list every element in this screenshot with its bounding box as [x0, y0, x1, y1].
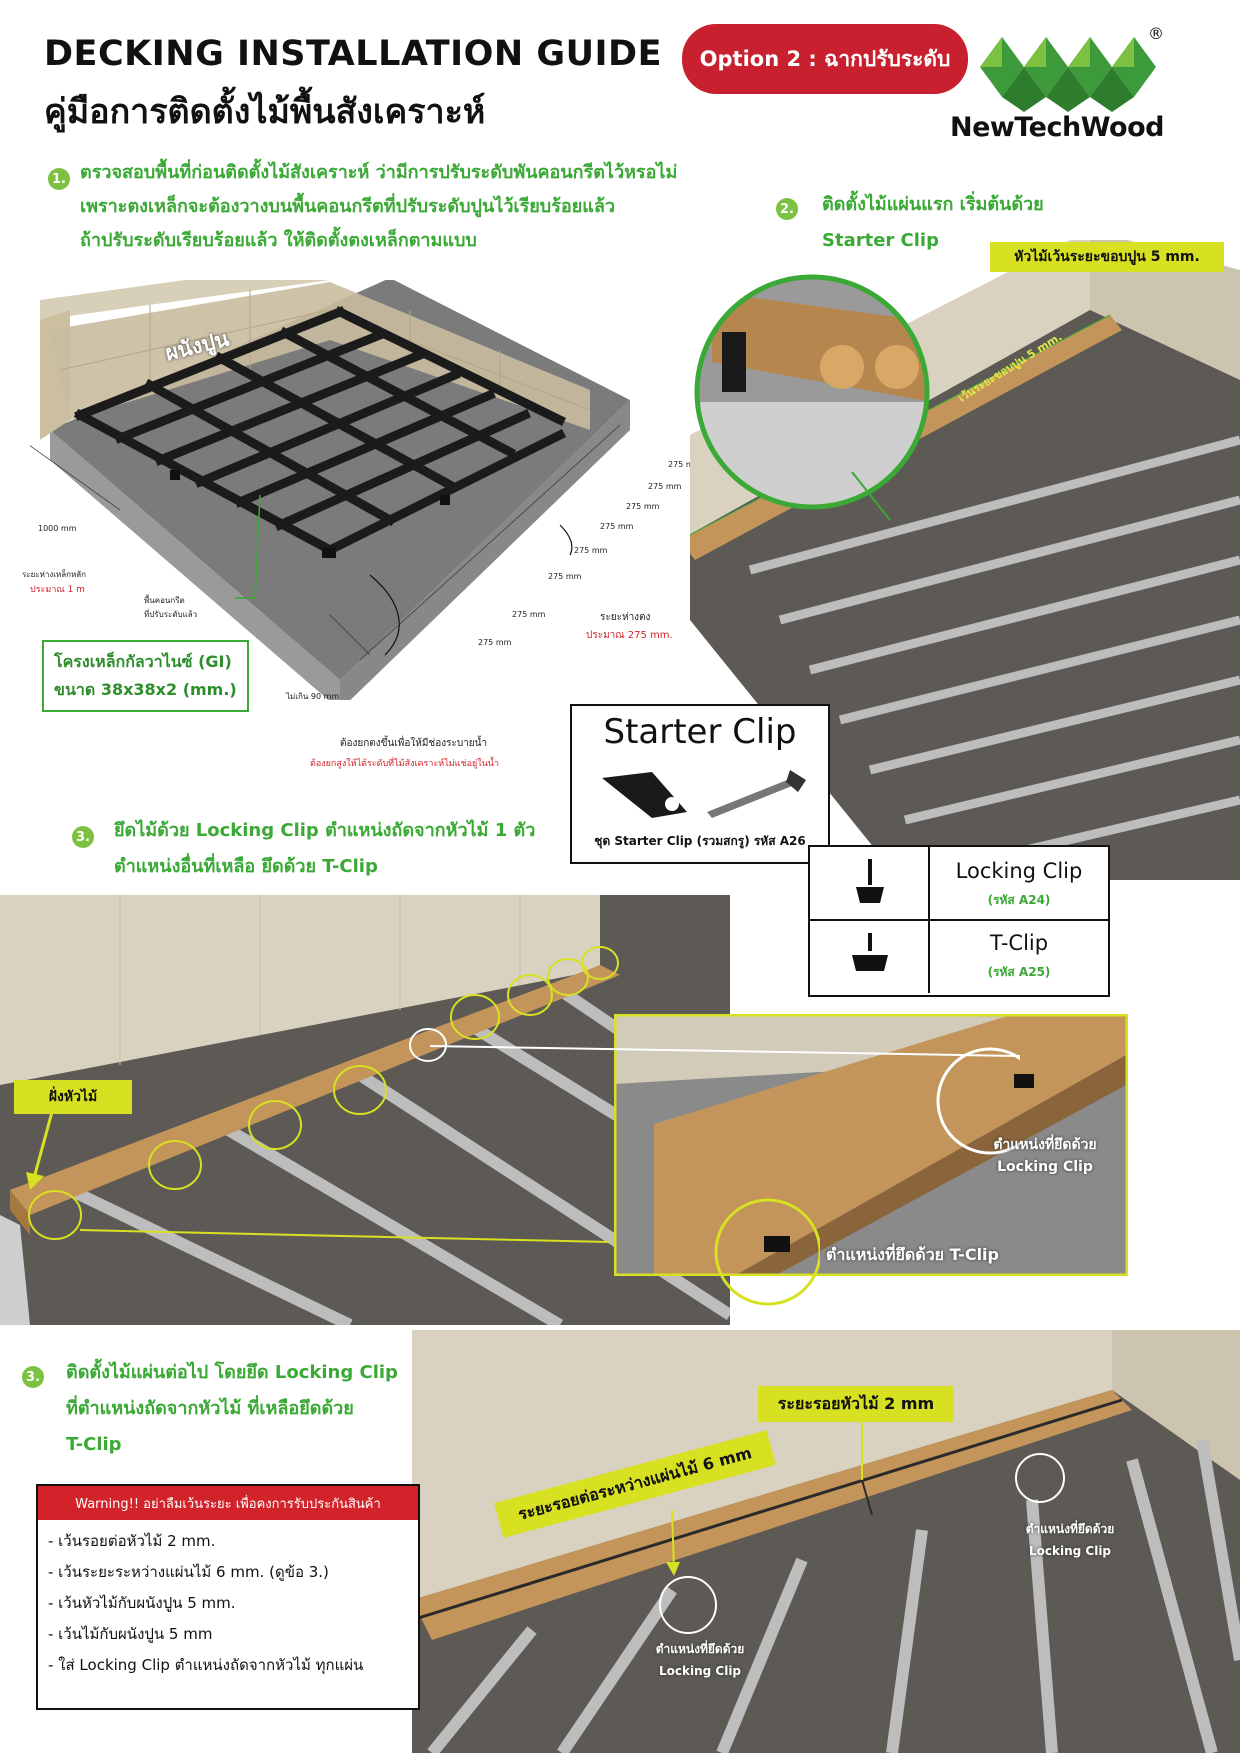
warning-header: Warning!! อย่าลืมเว้นระยะ เพื่อคงการรับป… [38, 1486, 418, 1520]
clip-type-table: Locking Clip (รหัส A24) T-Clip (รหัส A25… [808, 845, 1110, 997]
dim-275: 275 mm [548, 572, 582, 581]
dim-275: 275 mm [668, 460, 702, 469]
step-3b-number: 3. [22, 1366, 44, 1388]
frame-spec-box: โครงเหล็กกัลวาไนซ์ (GI) ขนาด 38x38x2 (mm… [42, 640, 249, 712]
table-row: Locking Clip (รหัส A24) [810, 847, 1108, 921]
joist-spacing-label: ระยะห่างตง [600, 612, 651, 623]
zoom-pointer-line [851, 471, 891, 521]
locking-clip-install-illustration [0, 895, 730, 1325]
zoom-connector-lines [430, 1045, 1020, 1155]
step-1-line: ตรวจสอบพื้นที่ก่อนติดตั้งไม้สังเคราะห์ ว… [80, 162, 678, 183]
starter-clip-box: Starter Clip ชุด Starter Clip (รวมสกรู) … [570, 704, 830, 864]
dim-275: 275 mm [574, 546, 608, 555]
max-90: ไม่เกิน 90 mm [286, 692, 340, 701]
locking-position-line-2: Locking Clip [1028, 1544, 1112, 1558]
locking-position-label-3: ตำแหน่งที่ยึดด้วย Locking Clip [630, 1638, 770, 1682]
warning-box: Warning!! อย่าลืมเว้นระยะ เพื่อคงการรับป… [36, 1484, 420, 1710]
starter-clip-detail-zoom [694, 274, 930, 510]
joist-spacing-value: ประมาณ 275 mm. [586, 630, 673, 641]
spacing-label: ระยะห่างเหล็กหลัก [22, 570, 87, 579]
steel-frame-illustration [30, 280, 630, 700]
clip-detail-zoom [614, 1014, 1128, 1276]
locking-position-label-2: ตำแหน่งที่ยึดด้วย Locking Clip [1000, 1518, 1140, 1562]
list-item: - เว้นหัวไม้กับผนังปูน 5 mm. [48, 1594, 236, 1612]
table-row: T-Clip (รหัส A25) [810, 921, 1108, 993]
dim-275: 275 mm [626, 502, 660, 511]
concrete-label-2: ที่ปรับระดับแล้ว [144, 610, 198, 619]
step-1-line: ถ้าปรับระดับเรียบร้อยแล้ว ให้ติดตั้งตงเห… [80, 230, 477, 251]
step-3a-line-2: ตำแหน่งอื่นที่เหลือ ยึดด้วย T-Clip [114, 856, 378, 877]
step-3b-line-1: ติดตั้งไม้แผ่นต่อไป โดยยึด Locking Clip [66, 1362, 398, 1383]
t-clip-icon [852, 933, 888, 971]
spacing-value: ประมาณ 1 m [30, 585, 85, 595]
step-2-line-1: ติดตั้งไม้แผ่นแรก เริ่มต้นด้วย [822, 194, 1044, 215]
concrete-label-1: พื้นคอนกรีต [144, 596, 185, 605]
head-gap-tag: ระยะรอยหัวไม้ 2 mm [758, 1386, 954, 1422]
t-clip-code: (รหัส A25) [987, 965, 1051, 979]
dim-275: 275 mm [600, 522, 634, 531]
step-1-line: เพราะตงเหล็กจะต้องวางบนพื้นคอนกรีตที่ปรั… [80, 196, 615, 217]
frame-spec-line-1: โครงเหล็กกัลวาไนซ์ (GI) [54, 652, 232, 671]
t-clip-name: T-Clip [989, 931, 1049, 955]
option-badge: Option 2 : ฉากปรับระดับ [682, 24, 968, 94]
step-1-text: ตรวจสอบพื้นที่ก่อนติดตั้งไม้สังเคราะห์ ว… [80, 156, 677, 258]
dim-275: 275 mm [648, 482, 682, 491]
locking-position-line-1: ตำแหน่งที่ยึดด้วย [655, 1642, 745, 1656]
raise-note-1: ต้องยกตงขึ้นเพื่อให้มีช่องระบายน้ำ [340, 738, 488, 749]
head-side-tag: ฝั่งหัวไม้ [14, 1080, 132, 1114]
locking-position-line-2: Locking Clip [997, 1159, 1093, 1175]
locking-position-line-1: ตำแหน่งที่ยึดด้วย [993, 1137, 1097, 1153]
warning-list: - เว้นรอยต่อหัวไม้ 2 mm. - เว้นระยะระหว่… [38, 1520, 418, 1681]
locking-position-line-2: Locking Clip [658, 1664, 742, 1678]
step-2-line-2: Starter Clip [822, 230, 939, 251]
step-3b-line-2: ที่ตำแหน่งถัดจากหัวไม้ ที่เหลือยึดด้วย [66, 1398, 354, 1419]
step-3b-line-3: T-Clip [66, 1434, 122, 1455]
locking-position-line-1: ตำแหน่งที่ยึดด้วย [1025, 1522, 1115, 1536]
step-3a-number: 3. [72, 826, 94, 848]
head-side-arrow-icon [26, 1112, 54, 1190]
step-1-number: 1. [48, 168, 70, 190]
list-item: - เว้นไม้กับผนังปูน 5 mm [48, 1625, 213, 1643]
tclip-position-label: ตำแหน่งที่ยึดด้วย T-Clip [826, 1245, 999, 1264]
raise-note-2: ต้องยกสูงให้ได้ระดับที่ไม้สังเคราะห์ไม่แ… [310, 759, 500, 769]
starter-clip-title: Starter Clip [603, 712, 797, 752]
dim-1000: 1000 mm [38, 524, 77, 533]
registered-mark: ® [1148, 24, 1164, 43]
step-3a-line-1: ยึดไม้ด้วย Locking Clip ตำแหน่งถัดจากหัว… [114, 820, 536, 841]
dim-275: 275 mm [478, 638, 512, 647]
page-title-th: คู่มือการติดตั้งไม้พื้นสังเคราะห์ [44, 92, 486, 132]
list-item: - เว้นระยะระหว่างแผ่นไม้ 6 mm. (ดูข้อ 3.… [48, 1563, 329, 1581]
tclip-connector-lines [79, 1198, 820, 1306]
starter-clip-caption: ชุด Starter Clip (รวมสกรู) รหัส A26 [594, 834, 806, 848]
list-item: - ใส่ Locking Clip ตำแหน่งถัดจากหัวไม้ ท… [48, 1656, 364, 1674]
newtechwood-logo-icon [980, 37, 1156, 112]
edge-gap-tag: หัวไม้เว้นระยะขอบปูน 5 mm. [990, 242, 1224, 272]
list-item: - เว้นรอยต่อหัวไม้ 2 mm. [48, 1532, 216, 1550]
locking-clip-code: (รหัส A24) [987, 893, 1051, 907]
dim-275: 275 mm [512, 610, 546, 619]
locking-clip-name: Locking Clip [955, 859, 1083, 883]
locking-position-label: ตำแหน่งที่ยึดด้วย Locking Clip [980, 1134, 1110, 1178]
page-title-en: DECKING INSTALLATION GUIDE [44, 34, 662, 74]
frame-spec-line-2: ขนาด 38x38x2 (mm.) [54, 680, 237, 699]
brand-name: NewTechWood [950, 112, 1164, 143]
starter-clip-icon [602, 770, 806, 818]
step-2-number: 2. [776, 198, 798, 220]
locking-clip-icon [856, 859, 884, 903]
